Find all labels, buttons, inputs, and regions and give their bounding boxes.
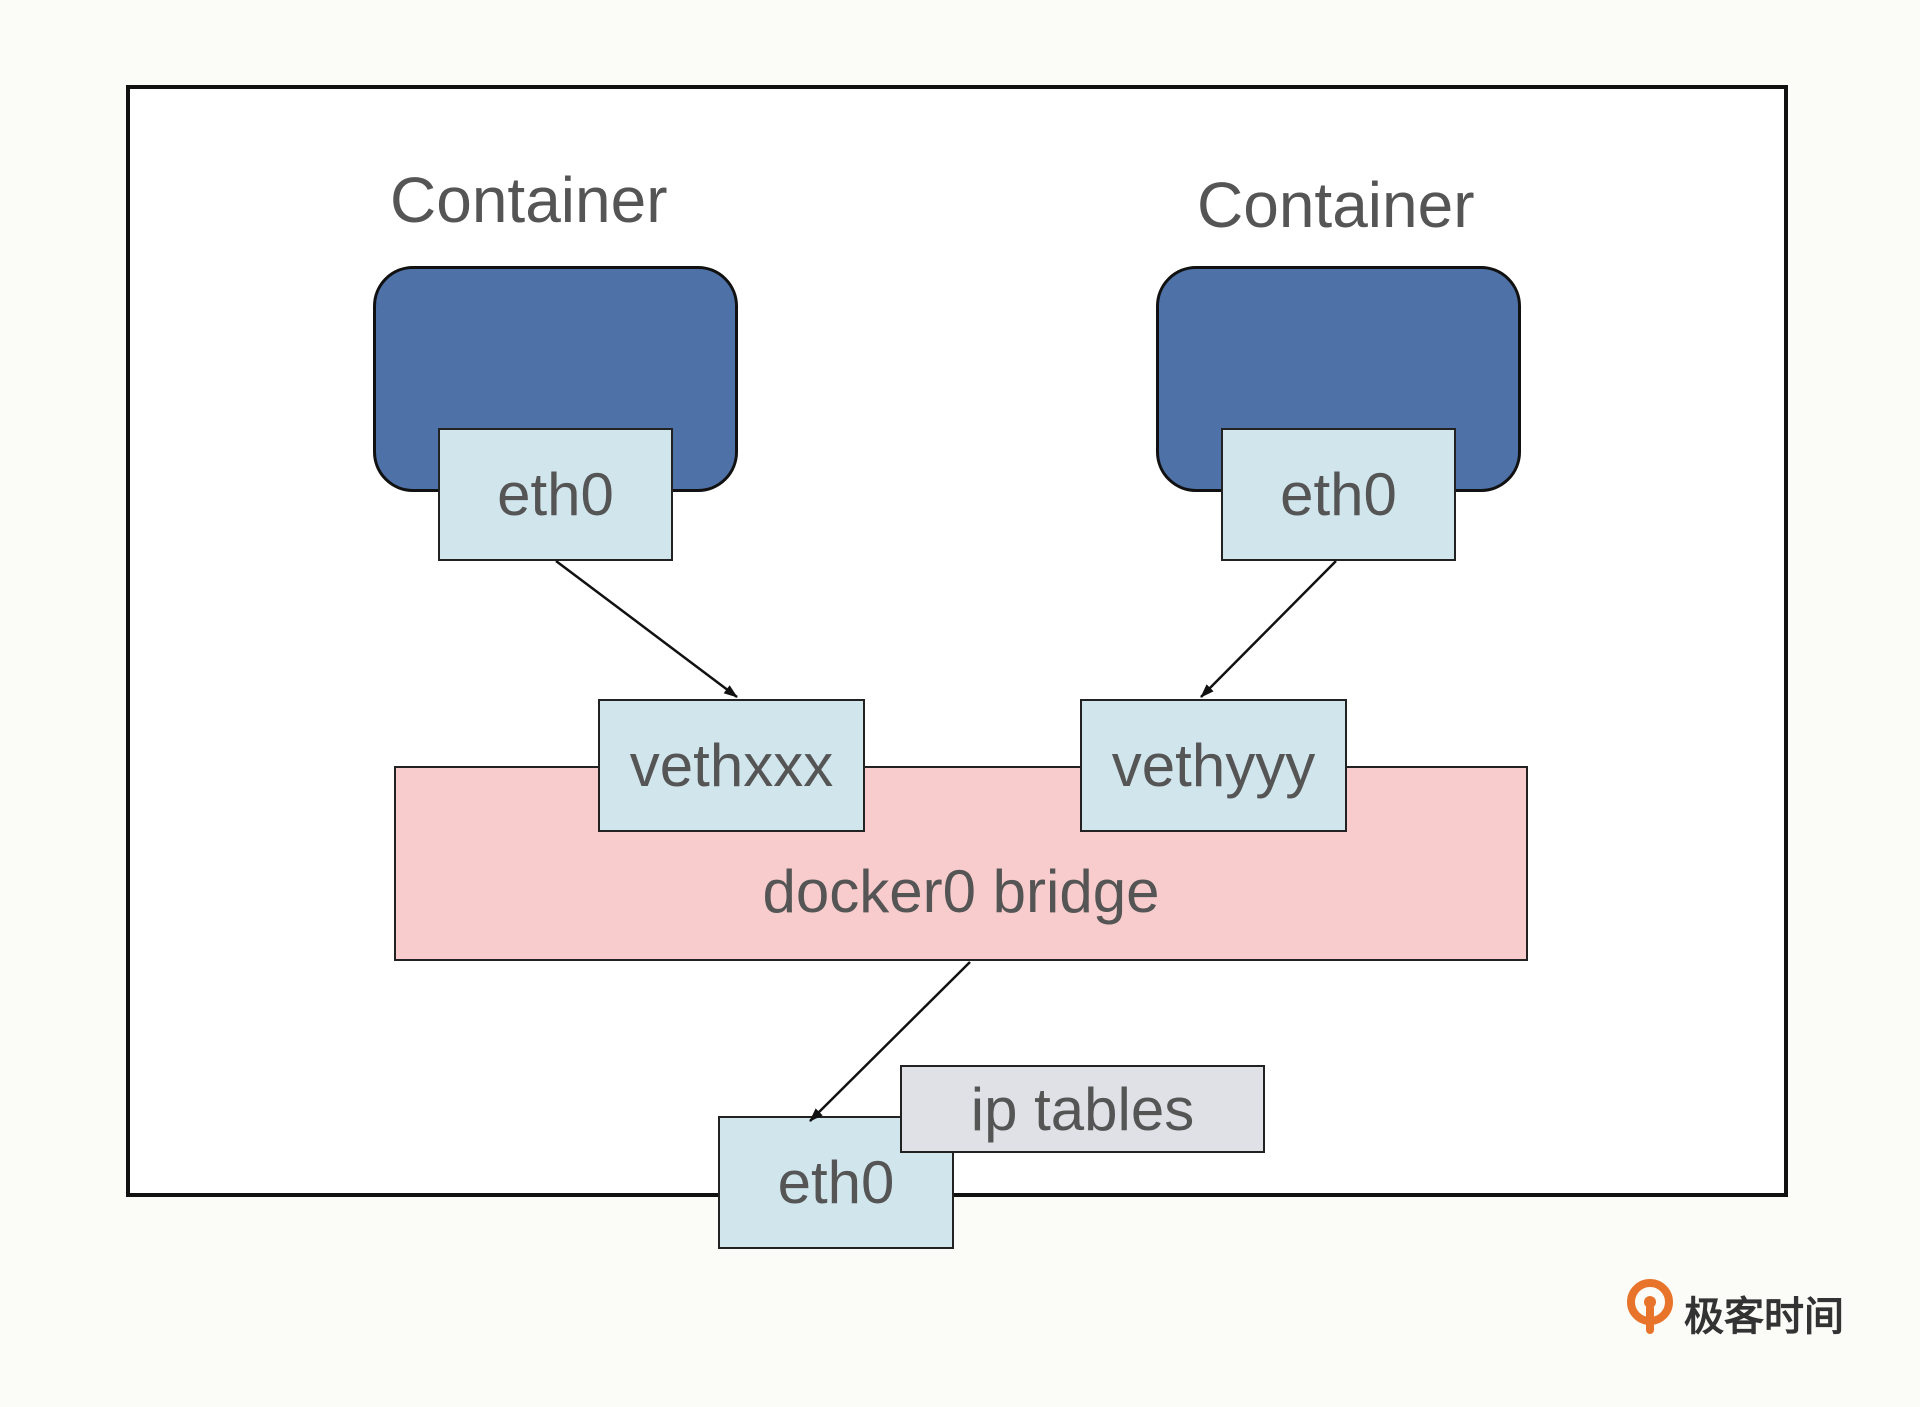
arrow-left-eth0-to-vethxxx bbox=[555, 560, 738, 698]
arrow-bridge-to-host-eth0 bbox=[809, 961, 971, 1122]
iptables-box: ip tables bbox=[900, 1065, 1265, 1153]
brand-name: 极客时间 bbox=[1684, 1295, 1844, 1339]
geektime-logo-icon bbox=[1627, 1279, 1673, 1334]
docker0-bridge-label: docker0 bridge bbox=[762, 858, 1160, 925]
container-title-left: Container bbox=[390, 164, 668, 236]
container-title-right: Container bbox=[1197, 169, 1475, 241]
veth-xxx: vethxxx bbox=[598, 699, 865, 832]
container-right-eth0: eth0 bbox=[1221, 428, 1456, 561]
brand-logo: 极客时间 bbox=[1626, 1278, 1866, 1339]
host-eth0: eth0 bbox=[718, 1116, 954, 1249]
arrow-right-eth0-to-vethyyy bbox=[1200, 560, 1337, 698]
container-left-eth0: eth0 bbox=[438, 428, 673, 561]
veth-yyy: vethyyy bbox=[1080, 699, 1347, 832]
